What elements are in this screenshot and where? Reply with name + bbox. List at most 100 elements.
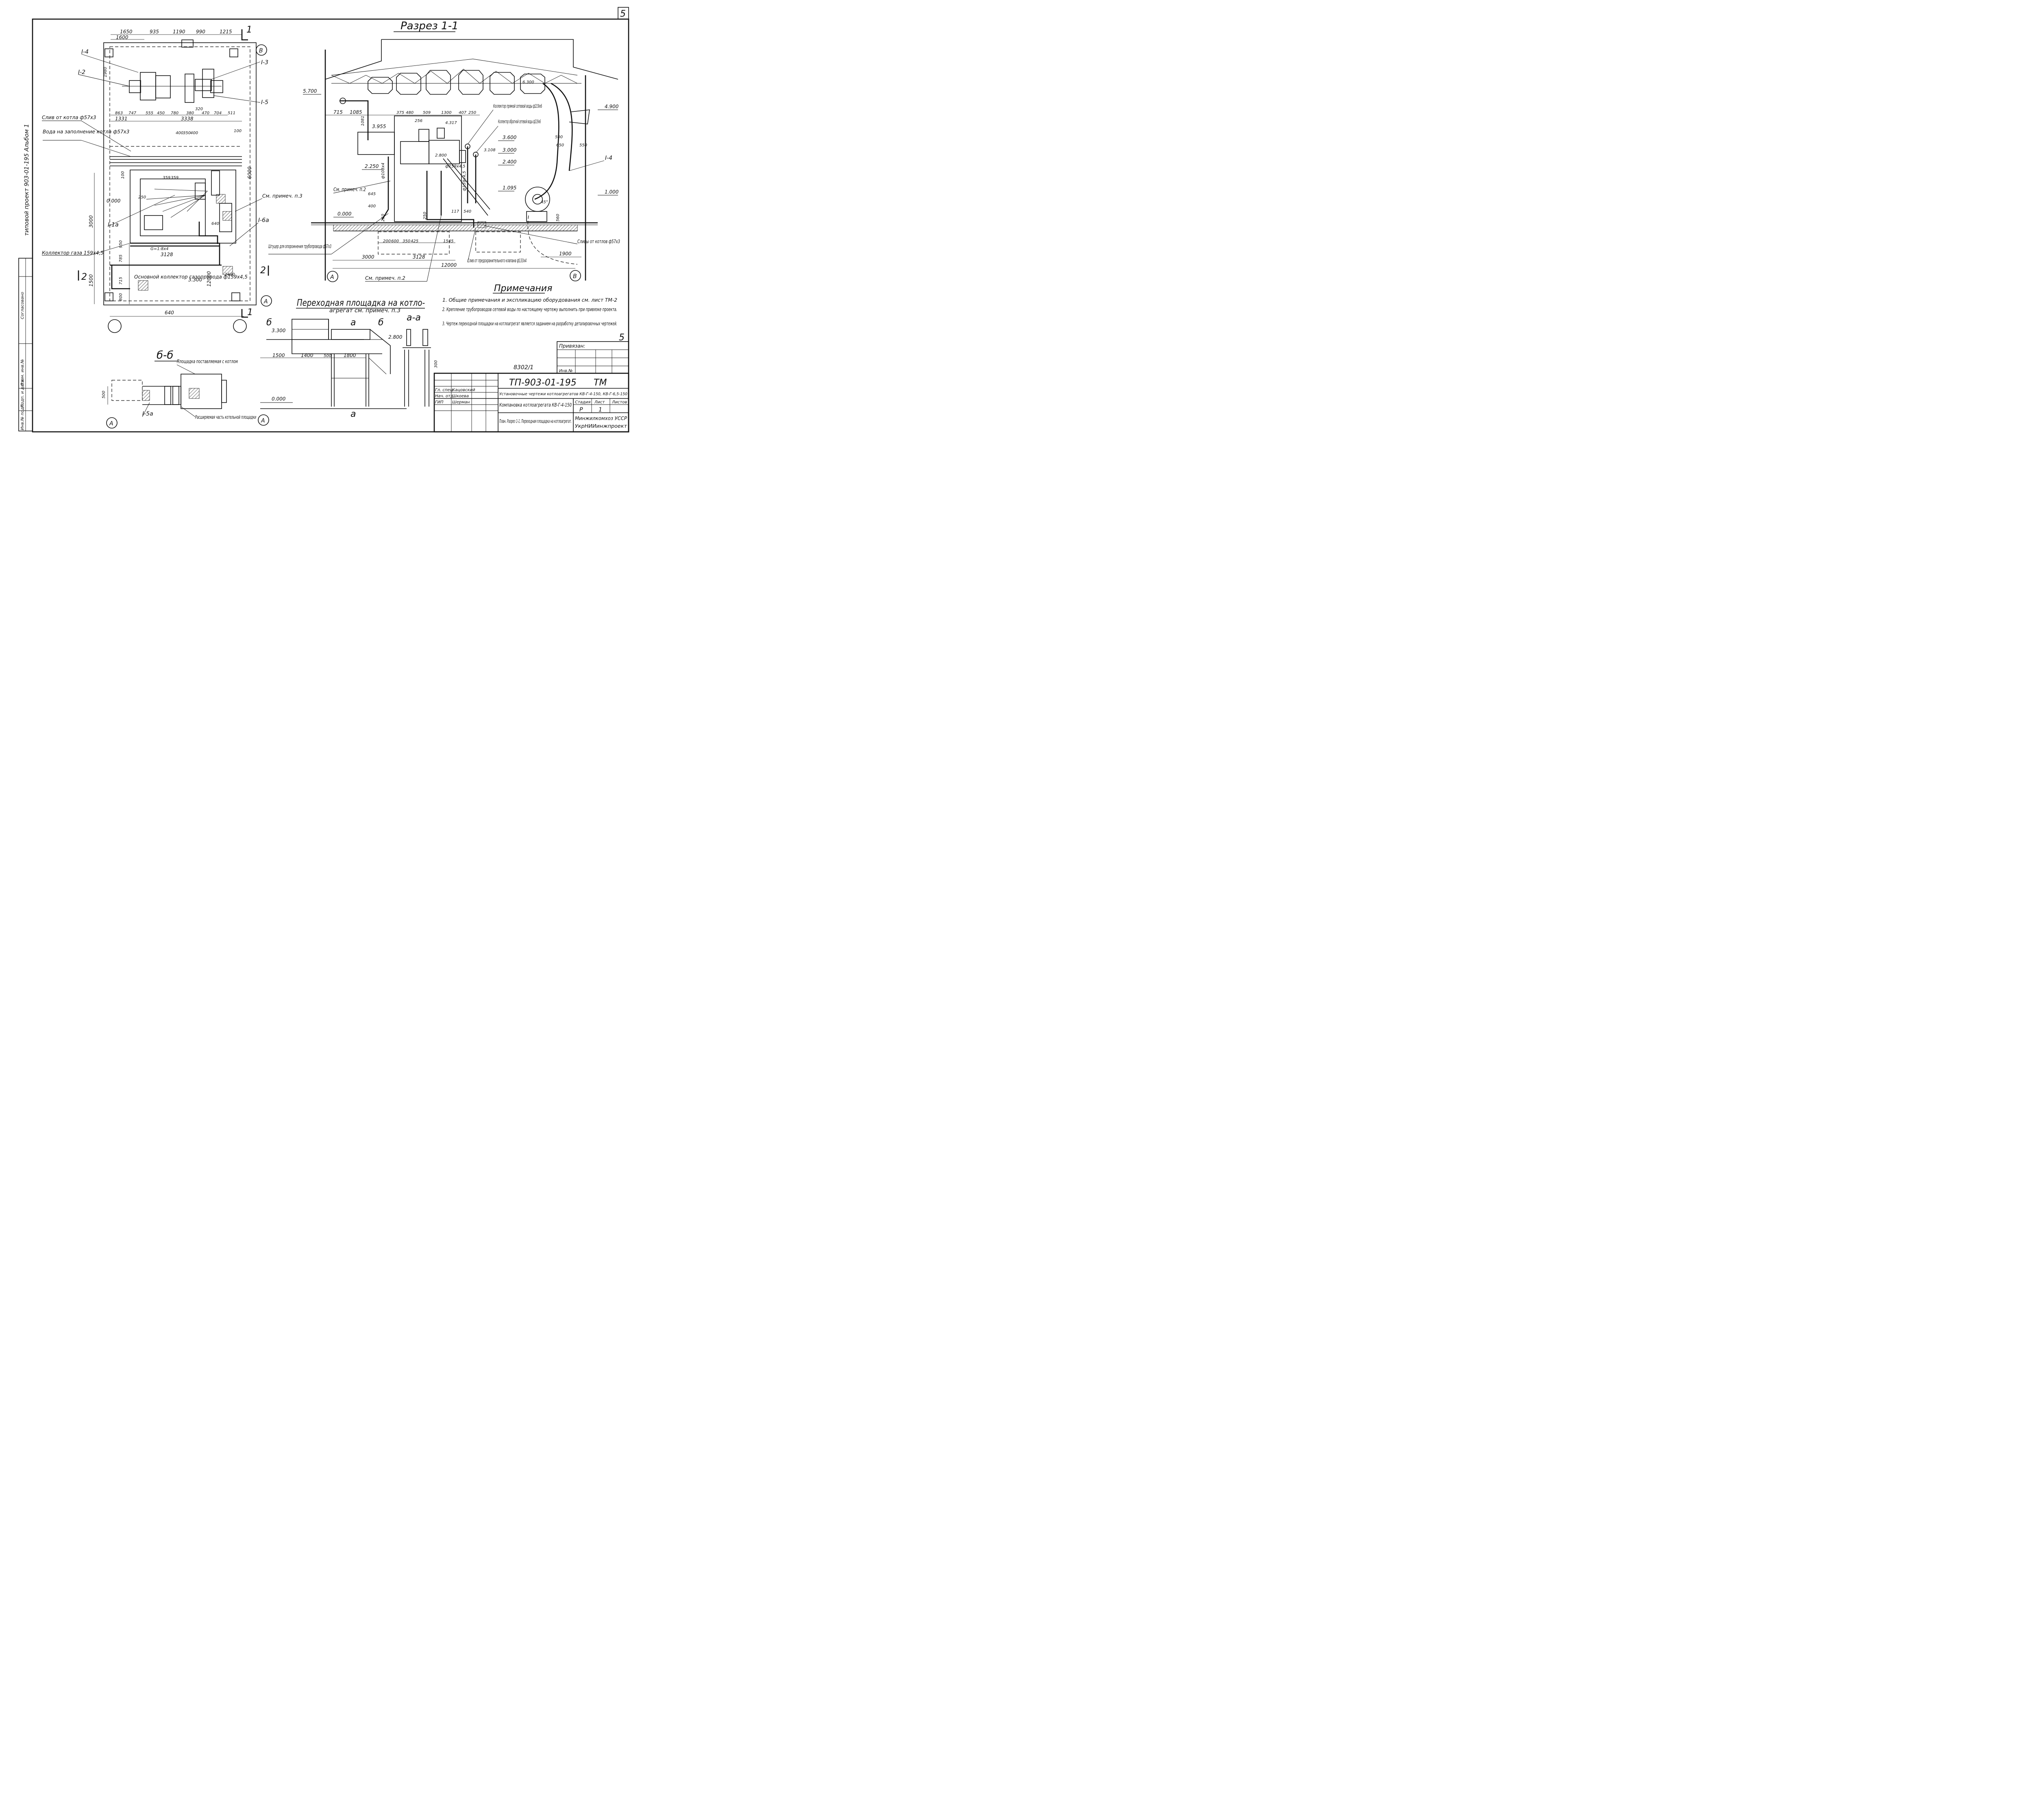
- bb-label-ploshchadka: Площадка поставляемая с котлом: [177, 359, 238, 364]
- side-table-label: Подп. и дата: [20, 380, 25, 407]
- privyazan-inv: Инв.№: [559, 369, 573, 373]
- sec-dim: 45°: [541, 200, 548, 205]
- plan-label-i1a: I-1а: [108, 222, 119, 228]
- axis-label: В: [259, 48, 263, 54]
- tb-sheet-title: Компановка котлоагрегата КВ-Г-4-150: [499, 402, 572, 408]
- plan-label-osnovnoy: Основной коллектор газопровода ф159x4,5: [134, 274, 248, 280]
- sec-dim: 3000: [362, 254, 374, 260]
- plan-dim: 2400: [224, 272, 235, 277]
- plan-label-i5: I-5: [261, 99, 268, 106]
- section-mark: 1: [247, 307, 253, 318]
- sec-dim: 550: [579, 143, 587, 148]
- bb-label-rasshiryaemaya: Расширяемая часть котельной площадки: [195, 414, 256, 420]
- sec-label-kollektor-obratnoy: Коллектор обратной сетевой воды ф219x6: [498, 119, 541, 124]
- tb-name: Кацовский: [452, 388, 475, 392]
- section-1-1-title: Разрез 1-1: [401, 20, 459, 32]
- plan-dim: 359: [171, 176, 178, 180]
- tb-code: ТП-903-01-195: [509, 378, 577, 388]
- axis-label: В: [573, 273, 577, 280]
- plan-dim-mid: 470: [202, 111, 209, 115]
- plan-g-label: G=1:8x4: [150, 247, 169, 251]
- side-label: типовой проект 903-01-195 Альбом 1: [24, 124, 30, 236]
- plan-dim: 6000: [247, 166, 252, 179]
- plan-label-kollektor-gaza: Коллектор газа 159x4,5: [42, 250, 104, 256]
- plan-label-sliv: Слив от котла ф57x3: [42, 115, 96, 120]
- tb-org1: Минжилкомхоз УССР: [575, 416, 627, 421]
- plan-label-voda: Вода на заполнение котла ф57x3: [43, 129, 129, 135]
- sec-dim: 200: [383, 239, 391, 244]
- sec-label-i4: I-4: [605, 155, 612, 161]
- section-1-1: Разрез 1-1: [268, 20, 620, 282]
- plan-dim-top: 1600: [116, 35, 128, 40]
- plan-dim-top: 1215: [220, 29, 232, 35]
- section-mark: 1: [246, 25, 252, 35]
- plan-dim: 400: [190, 131, 198, 135]
- sec-dim: 1081: [361, 116, 365, 126]
- tb-name: Шерман: [452, 400, 470, 405]
- level-mark: 1.000: [605, 189, 619, 195]
- sec-dim: 250: [468, 111, 476, 115]
- sec-dim: 509: [423, 111, 431, 115]
- level-mark: 3.600: [503, 135, 517, 140]
- platform-sub-aa: а-а: [407, 313, 421, 323]
- title-block: Гл. спец. Кацовский Нач. отд. Шкоева ГИП…: [433, 372, 629, 433]
- platform-dim: 1400: [301, 353, 313, 358]
- plan-dim: 100: [121, 171, 125, 179]
- tb-role: ГИП: [435, 400, 444, 405]
- level-mark: 2.250: [365, 163, 379, 169]
- section-mark: 2: [260, 266, 266, 276]
- tb-role: Нач. отд.: [435, 394, 455, 398]
- plan-dim-mid: 320: [195, 107, 203, 111]
- sheet-number: 5: [620, 9, 626, 19]
- level-mark: 6.300: [522, 80, 534, 85]
- platform-dim: 1800: [344, 353, 356, 358]
- sec-dim: 400: [368, 204, 376, 209]
- plan-dim-mid: 863: [115, 111, 123, 115]
- sec-dim: 256: [415, 119, 422, 123]
- platform-level: 2.800: [388, 334, 403, 340]
- sec-label-sm-primech-2b: См. примеч. п.2: [365, 275, 405, 281]
- plan-dim-top: 990: [196, 29, 205, 35]
- plan-view: 1650 935 1190 990 1215 1600 1 1 В А 863 …: [42, 25, 303, 333]
- level-mark: 3.108: [484, 148, 496, 152]
- sec-label-shtutser: Штуцер для опорожнения трубопровода ф57x…: [268, 244, 331, 249]
- archive-number: 8302/1: [514, 364, 533, 371]
- sec-dim: 1300: [441, 111, 451, 115]
- level-mark: 2.400: [503, 159, 517, 165]
- platform-mark: б: [378, 318, 384, 328]
- sec-dim: 1900: [559, 251, 572, 257]
- sec-dim: 1085: [350, 109, 362, 115]
- sec-dim: 117: [451, 209, 459, 214]
- tb-sheet-label: Лист: [594, 400, 605, 405]
- plan-label-i6a: I-6а: [258, 217, 269, 224]
- tb-org2: УкрНИИинжпроект: [575, 423, 627, 429]
- level-mark: 1.095: [503, 185, 516, 191]
- tb-role: Гл. спец.: [435, 388, 454, 392]
- plan-dim-mid: 747: [128, 111, 137, 115]
- sec-dim: 425: [411, 239, 418, 244]
- level-mark: 2.800: [435, 153, 447, 158]
- plan-dim-mid: 3338: [181, 116, 194, 122]
- axis-label: А: [109, 420, 113, 427]
- section-b-b: б-б 500 А А Площадка поставляемая с котл…: [102, 349, 269, 429]
- bb-label-i5a: I-5а: [142, 411, 153, 417]
- plan-dim: 400: [176, 131, 183, 135]
- sec-label-sliv-klapan: Слив от предохранительного клапана ф133x…: [468, 258, 527, 263]
- level-mark: 4.900: [605, 104, 619, 109]
- platform-mark: а: [350, 409, 356, 419]
- sec-dim: 407: [459, 111, 467, 115]
- notes-block: Примечания 1. Общие примечания и эксплик…: [442, 283, 617, 327]
- notes-title: Примечания: [494, 283, 552, 294]
- platform-mark: б: [266, 318, 272, 328]
- plan-dim: 715: [119, 277, 123, 285]
- sec-dim: 560: [556, 214, 560, 222]
- sec-label-kollektor-pryamoy: Коллектор прямой сетевой воды ф219x6: [493, 103, 542, 109]
- sec-pipe: ф159x4,5: [445, 164, 465, 169]
- side-table-label: Согласовано: [20, 292, 25, 319]
- platform-mark: а: [350, 318, 356, 328]
- plan-dim-top: 1650: [120, 29, 133, 35]
- platform-level: 3.300: [272, 328, 286, 333]
- note-item: 3. Чертеж переходной площадки на котлоаг…: [442, 321, 617, 327]
- tb-content: План. Разрез 1-1. Переходная площадка на…: [499, 418, 572, 424]
- platform-level: 0.000: [272, 396, 286, 402]
